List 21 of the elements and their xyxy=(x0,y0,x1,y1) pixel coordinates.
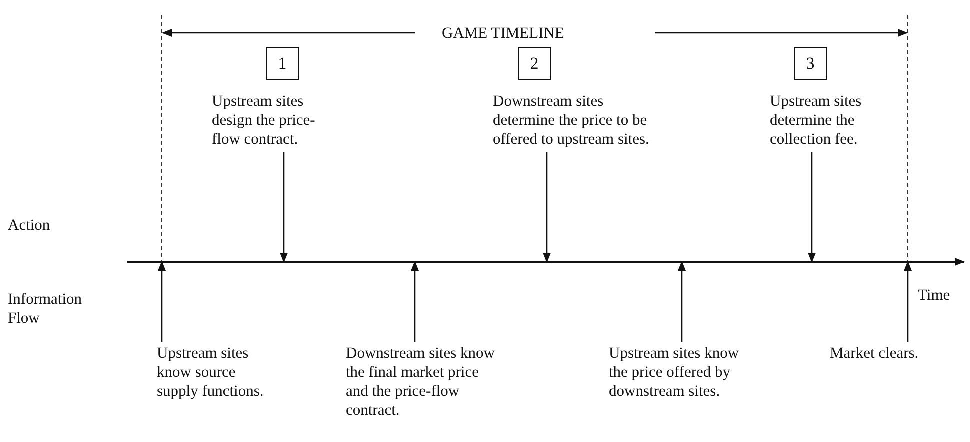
row-label: Action xyxy=(8,216,50,235)
information-text: Downstream sites know the final market price and the price-flow contract. xyxy=(346,344,496,420)
timeline-title: GAME TIMELINE xyxy=(442,24,564,43)
step-number-box: 2 xyxy=(518,47,551,80)
arrow xyxy=(411,261,419,342)
arrow xyxy=(158,261,166,342)
row-label: Information Flow xyxy=(8,290,84,328)
axis-label: Time xyxy=(918,286,950,305)
information-text: Upstream sites know the price offered by downstream sites. xyxy=(609,344,752,401)
step-description: Upstream sites design the price-flow contract. xyxy=(212,92,342,149)
information-text: Market clears. xyxy=(830,344,950,363)
step-description: Downstream sites determine the price to be offered to upstream sites. xyxy=(493,92,651,149)
information-text: Upstream sites know source supply functions. xyxy=(157,344,269,401)
arrow xyxy=(808,152,816,263)
step-description: Upstream sites determine the collection fee. xyxy=(770,92,890,149)
arrow xyxy=(280,152,288,263)
arrow xyxy=(543,152,551,263)
arrow xyxy=(904,261,912,342)
arrow xyxy=(678,261,686,342)
step-number-box: 3 xyxy=(794,47,827,80)
step-number-box: 1 xyxy=(266,47,299,80)
